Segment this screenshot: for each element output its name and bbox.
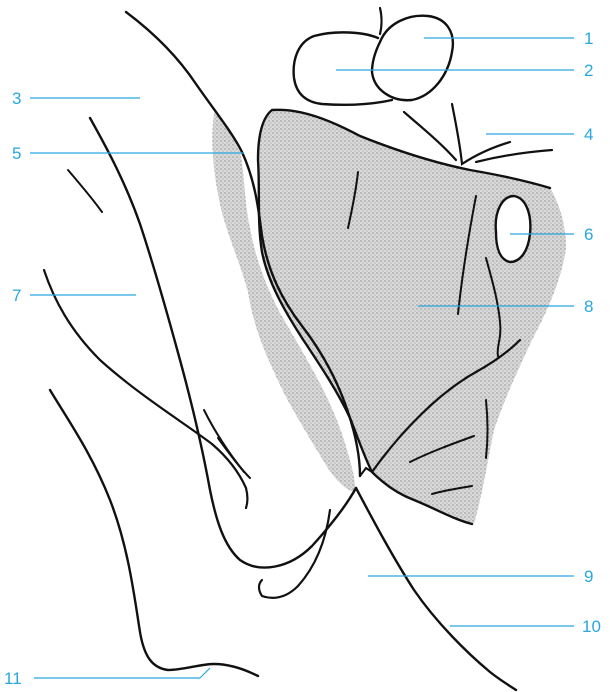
label-5: 5 <box>12 145 21 163</box>
oval-structure-6 <box>496 196 531 262</box>
small-crease-7b <box>218 438 250 478</box>
label-6: 6 <box>584 226 593 244</box>
label-1: 1 <box>584 30 593 48</box>
label-7: 7 <box>12 287 21 305</box>
short-stroke-left <box>68 170 102 212</box>
structure-1-outline <box>372 16 453 101</box>
lower-outline-11 <box>50 390 258 676</box>
label-11: 11 <box>4 670 22 688</box>
structure-4-line-c <box>476 150 552 162</box>
label-8: 8 <box>584 298 593 316</box>
label-9: 9 <box>584 568 593 586</box>
small-crease-7 <box>204 410 244 472</box>
leader-line-11-tip <box>200 668 210 678</box>
structure-4-line-a <box>404 112 456 160</box>
label-10: 10 <box>582 618 601 636</box>
label-4: 4 <box>584 126 593 144</box>
line-10-long <box>356 488 516 690</box>
structure-1-stalk <box>380 8 382 34</box>
line-9-curve <box>259 510 330 598</box>
label-3: 3 <box>12 90 21 108</box>
label-2: 2 <box>584 62 593 80</box>
diagonal-line-7 <box>44 270 248 508</box>
